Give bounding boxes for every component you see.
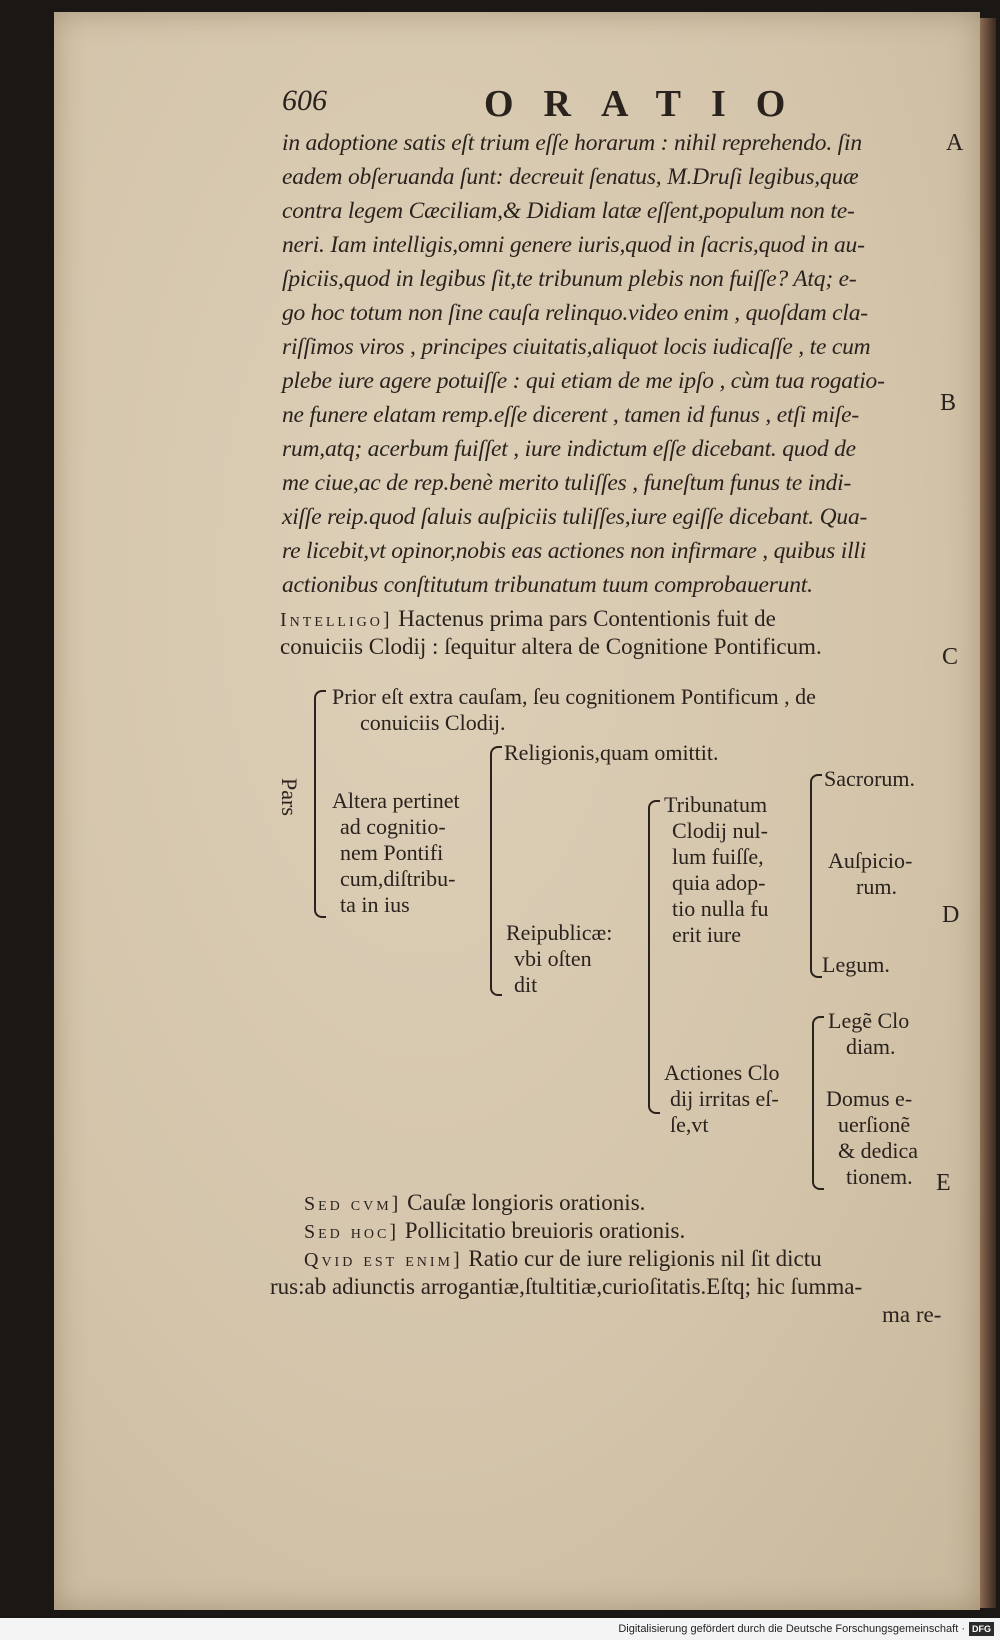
tree-sacrorum: Sacrorum.: [824, 766, 916, 791]
tree-altera-1: Altera pertinet: [332, 788, 460, 813]
tree-tribunatum-5: tio nulla fu: [672, 896, 769, 921]
tree-domus-1: Domus e-: [826, 1086, 913, 1111]
note-2-text: Pollicitatio breuioris orationis.: [404, 1218, 686, 1243]
note-1-text: Cauſæ longioris orationis.: [407, 1190, 646, 1215]
body-line: go hoc totum non ſine cauſa relinquo.vid…: [282, 300, 868, 326]
tree-prior-1: Prior eſt extra cauſam, ſeu cognitionem …: [332, 684, 816, 709]
lemma-intelligo: Intelligo]: [280, 609, 393, 631]
tree-tribunatum-1: Tribunatum: [664, 792, 768, 817]
body-line: plebe iure agere potuiſſe : qui etiam de…: [282, 368, 885, 394]
tree-tribunatum-3: lum fuiſſe,: [672, 844, 764, 869]
tree-tribunatum-4: quia adop-: [672, 870, 766, 895]
tree-actiones-2: dij irritas eſ-: [670, 1086, 779, 1111]
tree-legum: Legum.: [822, 952, 890, 977]
body-line: ſpiciis,quod in legibus ſit,te tribunum …: [282, 266, 857, 292]
margin-letter-a: A: [946, 130, 964, 156]
digitization-footer: Digitalisierung gefördert durch die Deut…: [0, 1618, 1000, 1640]
commentary-line-2: conuiciis Clodij : ſequitur altera de Co…: [280, 634, 822, 659]
tree-reipublicae-2: vbi oſten: [514, 946, 592, 971]
tree-tribunatum-6: erit iure: [672, 922, 742, 947]
margin-letter-c: C: [942, 644, 959, 670]
note-3-lemma: Qvid est enim]: [304, 1249, 463, 1271]
commentary-line-1: Intelligo] Hactenus prima pars Contentio…: [280, 606, 776, 632]
margin-letter-b: B: [940, 390, 957, 416]
note-3: Qvid est enim] Ratio cur de iure religio…: [304, 1246, 822, 1272]
tree-legem-1: Legẽ Clo: [828, 1008, 910, 1033]
brace-pars: [314, 690, 326, 918]
tree-reipublicae-1: Reipublicæ:: [506, 920, 613, 945]
body-line: xiſſe reip.quod ſaluis auſpiciis tuliſſe…: [282, 504, 868, 530]
running-title: ORATIO: [484, 83, 816, 125]
body-line: ne funere elatam remp.eſſe dicerent , ta…: [282, 402, 859, 428]
tree-altera-4: cum,diſtribu-: [340, 866, 456, 891]
tree-auspiciorum-2: rum.: [856, 874, 897, 899]
note-3-cont-1: rus:ab adiunctis arrogantiæ,ſtultitiæ,cu…: [270, 1274, 863, 1299]
tree-auspiciorum-1: Auſpicio-: [828, 848, 913, 873]
note-2: Sed hoc] Pollicitatio breuioris orationi…: [304, 1218, 685, 1244]
body-line: riſſimos viros , principes ciuitatis,ali…: [282, 334, 871, 360]
note-1: Sed cvm] Cauſæ longioris orationis.: [304, 1190, 645, 1216]
tree-domus-4: tionem.: [846, 1164, 913, 1189]
tree-reipublicae-3: dit: [514, 972, 538, 997]
body-line: re licebit,vt opinor,nobis eas actiones …: [282, 538, 867, 564]
body-line: actionibus conſtitutum tribunatum tuum c…: [282, 572, 813, 598]
note-2-lemma: Sed hoc]: [304, 1221, 400, 1243]
body-line: me ciue,ac de rep.benè merito tuliſſes ,…: [282, 470, 852, 496]
dfg-logo: DFG: [969, 1622, 994, 1637]
body-line: eadem obſeruanda ſunt: decreuit ſenatus,…: [282, 164, 859, 190]
tree-altera-2: ad cognitio-: [340, 814, 446, 839]
note-3-text: Ratio cur de iure religionis nil ſit dic…: [468, 1246, 822, 1271]
tree-actiones-3: ſe,vt: [670, 1112, 709, 1137]
margin-letter-e: E: [936, 1170, 951, 1196]
page-edge: [980, 18, 996, 1608]
tree-actiones-1: Actiones Clo: [664, 1060, 780, 1085]
brace-reipublicae: [648, 800, 660, 1114]
note-3-cont-2: ma re-: [882, 1302, 942, 1327]
body-line: in adoptione satis eſt trium eſſe horaru…: [282, 130, 862, 156]
tree-root-label: Pars: [277, 778, 302, 816]
margin-letter-d: D: [942, 902, 960, 928]
tree-religionis: Religionis,quam omittit.: [504, 740, 719, 765]
body-line: contra legem Cæciliam,& Didiam latæ eſſe…: [282, 198, 855, 224]
body-line: rum,atq; acerbum fuiſſet , iure indictum…: [282, 436, 856, 462]
note-1-lemma: Sed cvm]: [304, 1193, 402, 1215]
tree-altera-5: ta in ius: [340, 892, 410, 917]
tree-prior-2: conuiciis Clodij.: [360, 710, 506, 735]
footer-credit: Digitalisierung gefördert durch die Deut…: [618, 1623, 965, 1635]
tree-tribunatum-2: Clodij nul-: [672, 818, 768, 843]
brace-altera: [490, 746, 502, 996]
brace-actiones: [812, 1016, 824, 1190]
tree-domus-3: & dedica: [838, 1138, 919, 1163]
tree-altera-3: nem Pontifi: [340, 840, 444, 865]
brace-tribunatum: [810, 774, 822, 978]
folio-number: 606: [282, 84, 327, 117]
body-line: neri. Iam intelligis,omni genere iuris,q…: [282, 232, 865, 258]
tree-legem-2: diam.: [846, 1034, 896, 1059]
tree-domus-2: uerſionẽ: [838, 1112, 911, 1137]
commentary-text: Hactenus prima pars Contentionis fuit de: [398, 606, 776, 631]
book-page: [54, 12, 980, 1610]
